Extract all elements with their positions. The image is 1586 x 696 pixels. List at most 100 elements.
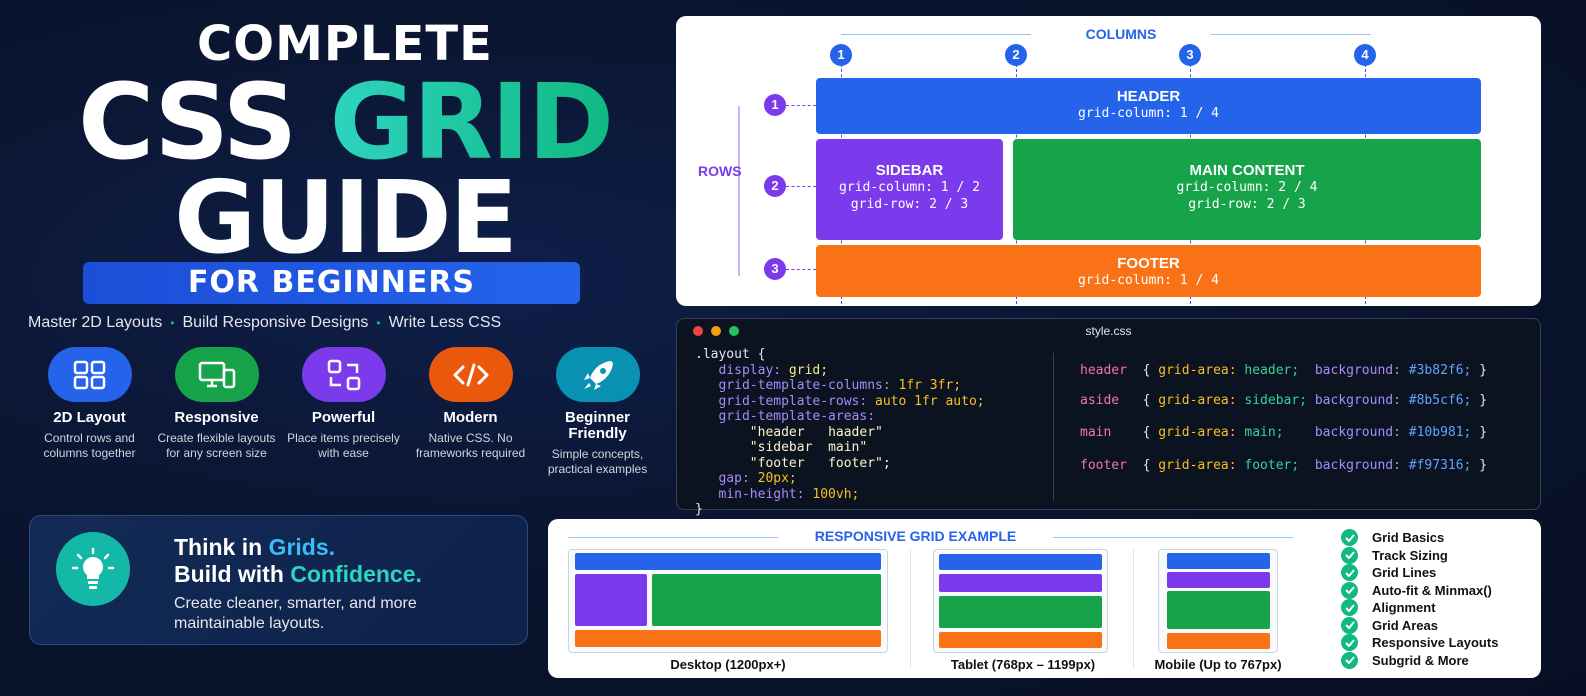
code-selector: main — [1080, 425, 1112, 440]
preview-header-block — [575, 553, 881, 570]
code-brace: { — [1142, 458, 1151, 473]
responsive-grid-card: RESPONSIVE GRID EXAMPLE Desktop (1200px+… — [548, 519, 1541, 678]
area-code: grid-row: 2 / 3 — [1188, 197, 1306, 212]
title-css-grid: CSS GRID — [0, 70, 690, 174]
code-brace: } — [1479, 425, 1488, 440]
preview-footer-block — [575, 630, 881, 647]
code-color-value: #3b82f6; — [1408, 363, 1472, 378]
header-area: HEADER grid-column: 1 / 4 — [816, 78, 1481, 134]
code-string: "sidebar main" — [749, 440, 868, 455]
code-value: header; — [1244, 363, 1300, 378]
code-rule-header: header { grid-area: header; background: … — [1080, 363, 1487, 378]
row-connector — [786, 269, 816, 270]
preview-sidebar-block — [939, 574, 1102, 592]
device-label: Mobile (Up to 767px) — [1154, 657, 1282, 672]
feature-list: 2D Layout Control rows and columns toget… — [26, 347, 666, 497]
think-text: Think in — [174, 534, 269, 560]
code-property: min-height: — [718, 486, 805, 502]
preview-sidebar-block — [575, 574, 647, 626]
area-code: grid-column: 1 / 4 — [1078, 273, 1219, 288]
code-rule-aside: aside { grid-area: sidebar; background: … — [1080, 393, 1487, 408]
code-color-value: #8b5cf6; — [1408, 393, 1472, 408]
tagline-separator: • — [376, 316, 381, 330]
title-css: CSS — [77, 61, 330, 183]
area-name: HEADER — [1116, 88, 1181, 105]
feature-responsive: Responsive Create flexible layouts for a… — [153, 347, 280, 497]
code-icon — [428, 347, 513, 402]
columns-rule — [1211, 34, 1371, 35]
code-property: grid-template-rows: — [718, 393, 868, 409]
mobile-preview — [1158, 549, 1278, 653]
code-property: grid-template-columns: — [718, 378, 891, 393]
tagline-item: Master 2D Layouts — [28, 314, 163, 331]
code-brace: { — [1142, 363, 1151, 378]
check-icon — [1341, 634, 1358, 652]
check-icon — [1341, 581, 1358, 599]
check-icon — [1341, 529, 1358, 547]
css-code-left: .layout { display: grid; grid-template-c… — [695, 347, 985, 518]
area-name: MAIN CONTENT — [1189, 162, 1305, 179]
row-number: 1 — [764, 94, 786, 116]
checklist-label: Grid Basics — [1372, 530, 1445, 546]
preview-header-block — [1167, 553, 1270, 569]
preview-footer-block — [939, 632, 1102, 648]
preview-main-block — [652, 574, 881, 626]
minimize-dot[interactable] — [711, 326, 721, 336]
title-rule — [1053, 537, 1293, 538]
layout-arrows-icon — [301, 347, 386, 402]
code-string: "footer footer"; — [749, 455, 891, 471]
code-property: grid-area: — [1158, 393, 1237, 408]
checklist-label: Alignment — [1372, 600, 1436, 616]
code-editor: style.css .layout { display: grid; grid-… — [676, 318, 1541, 517]
code-brace: { — [1142, 393, 1151, 408]
lightbulb-icon — [56, 532, 130, 606]
tablet-preview — [933, 549, 1108, 653]
code-value: 1fr 3fr; — [890, 378, 962, 393]
feature-desc: Place items precisely with ease — [287, 431, 400, 460]
code-brace: { — [1142, 425, 1151, 440]
checklist-item: Alignment — [1341, 599, 1536, 617]
area-code: grid-column: 1 / 2 — [839, 180, 980, 195]
code-selector: aside — [1080, 393, 1120, 408]
code-property: grid-template-areas: — [718, 409, 876, 424]
checklist-label: Track Sizing — [1372, 547, 1448, 563]
editor-titlebar: style.css — [677, 319, 1540, 341]
code-property: background: — [1314, 363, 1401, 378]
feature-desc: Native CSS. No frameworks required — [415, 431, 526, 460]
preview-main-block — [1167, 591, 1270, 629]
code-value: main; — [1244, 425, 1284, 440]
think-text: Build with — [174, 561, 291, 587]
preview-header-block — [939, 554, 1102, 570]
grid-icon — [47, 347, 132, 402]
code-property: background: — [1314, 425, 1401, 440]
think-accent: Grids. — [268, 534, 336, 560]
checklist-label: Responsive Layouts — [1372, 635, 1499, 651]
feature-desc: Create flexible layouts for any screen s… — [157, 431, 276, 460]
code-value: auto 1fr auto; — [867, 393, 985, 409]
desktop-preview — [568, 549, 888, 653]
main-content-area: MAIN CONTENT grid-column: 2 / 4 grid-row… — [1013, 139, 1481, 240]
column-number: 4 — [1354, 44, 1376, 66]
maximize-dot[interactable] — [729, 326, 739, 336]
think-in-grids-card: Think in Grids. Build with Confidence. C… — [29, 515, 528, 645]
checklist-item: Grid Areas — [1341, 616, 1536, 635]
row-connector — [786, 186, 816, 187]
columns-label: COLUMNS — [1085, 26, 1157, 42]
code-property: background: — [1314, 458, 1401, 473]
tagline-separator: • — [170, 316, 175, 330]
code-selector: .layout { — [695, 347, 766, 362]
row-number: 2 — [764, 175, 786, 197]
row-number: 3 — [764, 258, 786, 280]
code-value: 100vh; — [804, 486, 860, 502]
area-name: FOOTER — [1117, 255, 1180, 272]
rocket-icon — [555, 347, 640, 402]
area-code: grid-column: 2 / 4 — [1176, 180, 1318, 195]
area-code: grid-row: 2 / 3 — [850, 197, 969, 212]
device-label: Tablet (768px – 1199px) — [950, 657, 1096, 672]
close-dot[interactable] — [693, 326, 703, 336]
feature-powerful: Powerful Place items precisely with ease — [280, 347, 407, 497]
think-accent: Confidence. — [290, 561, 422, 587]
preview-sidebar-block — [1167, 572, 1270, 588]
tagline: Master 2D Layouts•Build Responsive Desig… — [28, 314, 668, 332]
topic-checklist: Grid Basics Track Sizing Grid Lines Auto… — [1341, 529, 1536, 669]
